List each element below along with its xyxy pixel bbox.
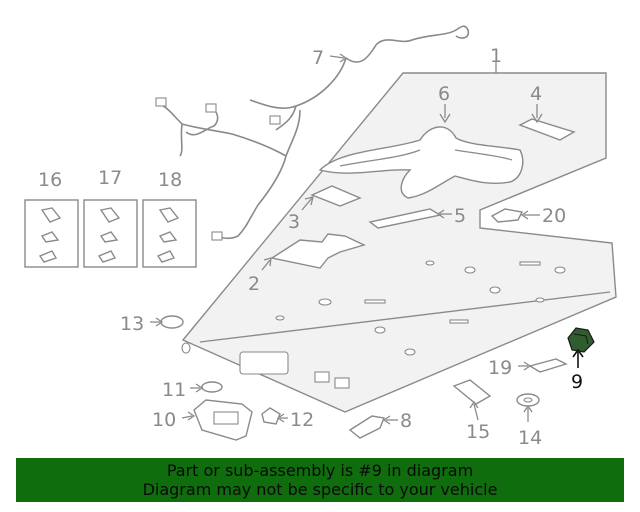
- callout-12: 12: [290, 409, 314, 431]
- pad-part-3: [310, 185, 362, 207]
- frame-part-6: [318, 126, 524, 199]
- lamp-part-19: [528, 358, 568, 373]
- callout-10: 10: [152, 409, 176, 431]
- callout-14: 14: [518, 427, 542, 449]
- callout-3: 3: [288, 211, 300, 233]
- clip-part-9-highlighted: [567, 327, 595, 353]
- clip-part-11: [201, 381, 223, 393]
- callout-6: 6: [438, 83, 450, 105]
- callout-8: 8: [400, 410, 412, 432]
- clip-part-12: [261, 407, 281, 425]
- lamp-part-15: [452, 379, 492, 405]
- handle-part-8: [348, 415, 385, 439]
- bracket-part-20: [490, 208, 524, 223]
- callout-16: 16: [38, 169, 62, 191]
- banner-line-2: Diagram may not be specific to your vehi…: [142, 480, 498, 499]
- leader-lines: [150, 53, 584, 425]
- callout-1: 1: [490, 45, 502, 67]
- pad-part-4: [518, 118, 576, 141]
- info-banner: Part or sub-assembly is #9 in diagram Di…: [16, 458, 624, 502]
- callout-2: 2: [248, 273, 260, 295]
- headliner-details: [181, 260, 566, 389]
- callout-15: 15: [466, 421, 490, 443]
- pad-part-2: [270, 233, 366, 269]
- callout-18: 18: [158, 169, 182, 191]
- callout-19: 19: [488, 357, 512, 379]
- callout-20: 20: [542, 205, 566, 227]
- callout-13: 13: [120, 313, 144, 335]
- callout-4: 4: [530, 83, 542, 105]
- callout-11: 11: [162, 379, 186, 401]
- clip-kit-boxes: [24, 199, 197, 268]
- callout-17: 17: [98, 167, 122, 189]
- banner-line-1: Part or sub-assembly is #9 in diagram: [166, 461, 474, 480]
- cap-part-13: [160, 315, 184, 329]
- callout-9: 9: [571, 371, 583, 393]
- callout-5: 5: [454, 205, 466, 227]
- wiring-harness-part-7: [159, 25, 470, 240]
- callout-7: 7: [312, 47, 324, 69]
- headliner-exploded-diagram: 1 2 3 4 5 6 7 8 9 10 11 12 13 14 15 16 1…: [24, 25, 617, 449]
